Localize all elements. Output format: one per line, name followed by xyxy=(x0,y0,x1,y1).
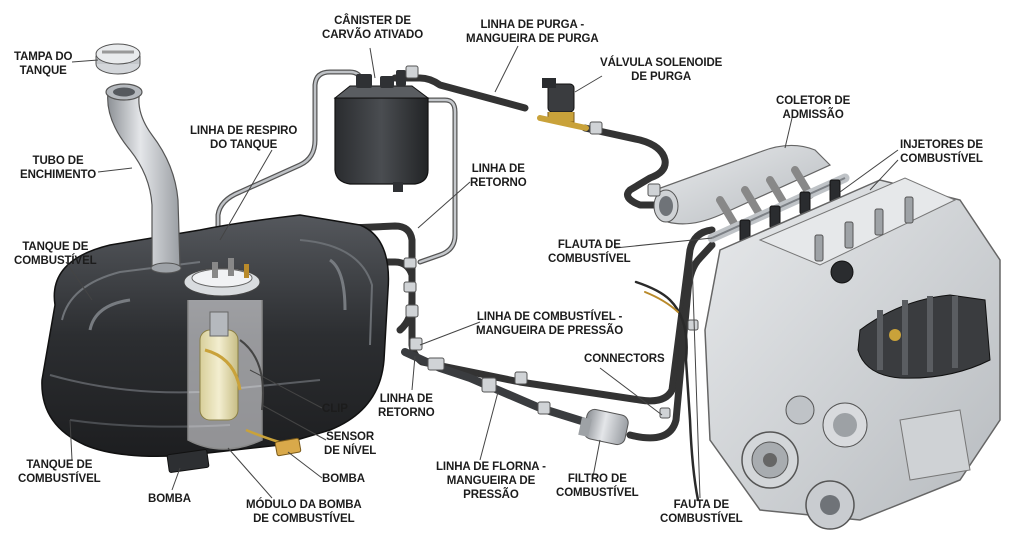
purge-solenoid-icon xyxy=(537,78,589,131)
fuel-cap-icon xyxy=(95,43,141,75)
label-connectors: CONNECTORS xyxy=(584,353,665,365)
filler-tube-icon xyxy=(105,83,182,274)
label-linha-de-combustivel-pressao: LINHA DE COMBUSTÍVEL -MANGUEIRA DE PRESS… xyxy=(476,311,624,337)
label-clip: CLIP xyxy=(322,403,348,415)
label-bomba-left: BOMBA xyxy=(148,493,191,505)
engine-block-icon xyxy=(704,177,1001,530)
leader-lines xyxy=(65,45,899,499)
fuel-pump-module-icon xyxy=(166,258,302,473)
label-bomba-right: BOMBA xyxy=(322,473,365,485)
intake-manifold-icon xyxy=(653,144,832,229)
label-linha-de-purga: LINHA DE PURGA -MANGUEIRA DE PURGA xyxy=(466,19,599,45)
connectors xyxy=(403,65,699,419)
fuel-filter-icon xyxy=(578,408,629,446)
charcoal-canister-icon xyxy=(333,70,430,192)
